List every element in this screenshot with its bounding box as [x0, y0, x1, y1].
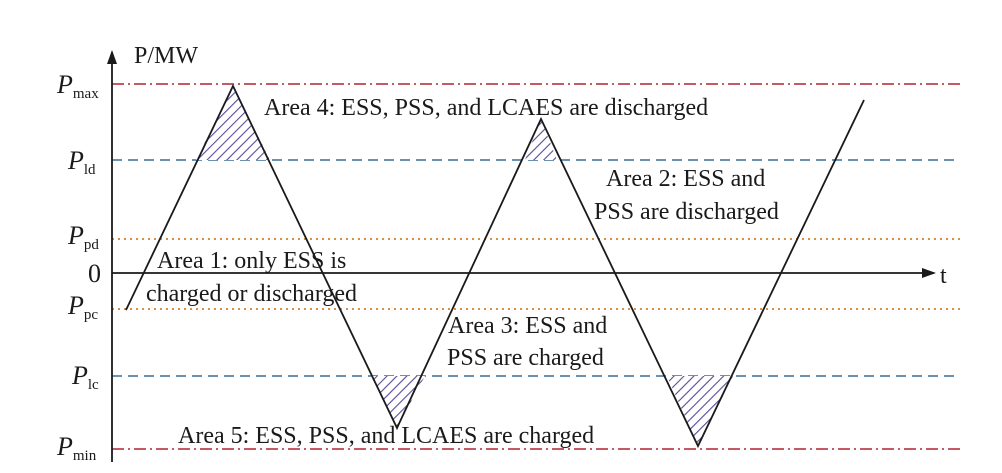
hatch-valley-1 [371, 376, 425, 428]
pmax-label: Pmax [56, 70, 99, 102]
area1-label-line1: Area 1: only ESS is [157, 248, 346, 274]
hatch-valley-2 [667, 376, 733, 446]
area2-label-line1: Area 2: ESS and [606, 166, 765, 192]
x-axis-label: t [940, 263, 947, 289]
ppc-label: Ppc [67, 291, 98, 323]
area2-label-line2: PSS are discharged [594, 199, 779, 225]
pld-label: Pld [67, 146, 96, 178]
plc-label: Plc [71, 361, 99, 393]
zero-label: 0 [88, 259, 101, 288]
area3-label-line2: PSS are charged [447, 345, 604, 371]
hatch-peak-1 [196, 86, 270, 160]
area3-label-line1: Area 3: ESS and [448, 313, 607, 339]
hatch-peak-2 [525, 119, 557, 160]
area1-label-line2: charged or discharged [146, 281, 357, 307]
area4-label: Area 4: ESS, PSS, and LCAES are discharg… [264, 95, 708, 121]
ppd-label: Ppd [67, 221, 99, 253]
pmin-label: Pmin [56, 432, 97, 464]
y-axis-label: P/MW [134, 43, 198, 69]
area5-label: Area 5: ESS, PSS, and LCAES are charged [178, 423, 594, 449]
